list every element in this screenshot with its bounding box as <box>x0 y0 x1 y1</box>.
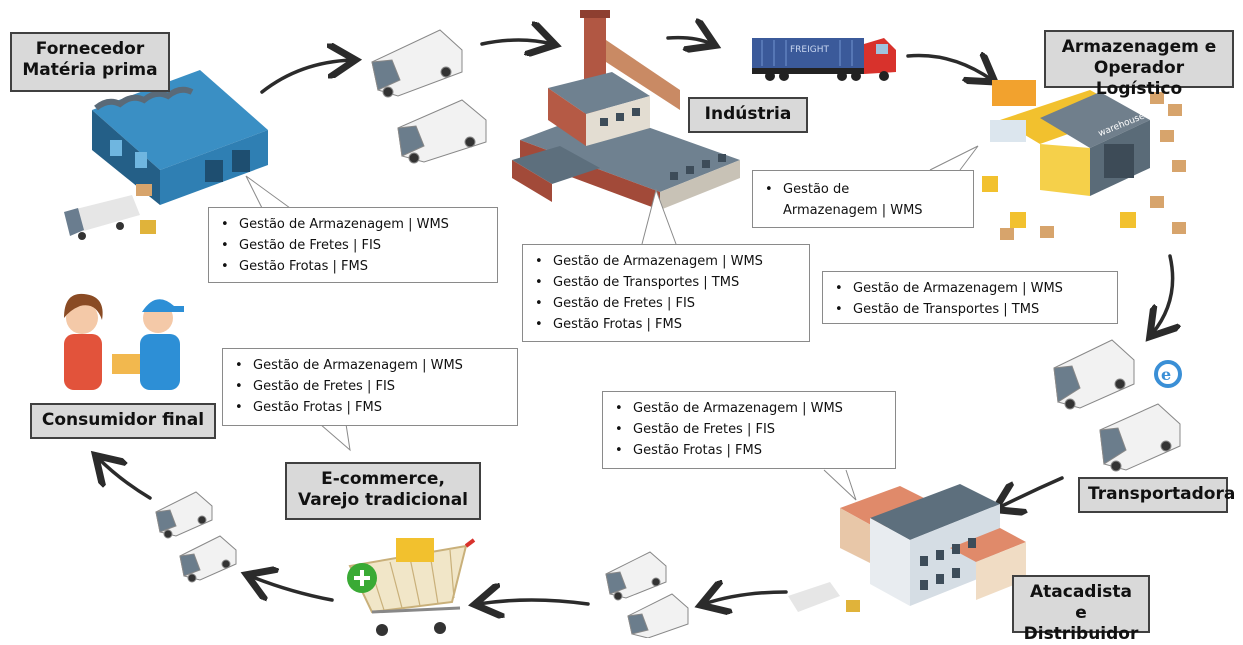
stage-label-supplier: Fornecedor Matéria prima <box>10 32 170 92</box>
callout-carrier: Gestão de Armazenagem | WMS Gestão de Tr… <box>822 271 1118 324</box>
arrow-supplier-to-van <box>260 60 352 94</box>
stage-label-carrier: Transportadora <box>1078 477 1235 513</box>
arrow-wholesaler-to-vans <box>704 592 788 604</box>
van-8 <box>179 535 237 583</box>
callout-industry-list: Gestão de Armazenagem | WMS Gestão de Tr… <box>533 251 799 335</box>
callout-item: Gestão de Armazenagem | WMS <box>233 355 507 376</box>
arrow-industry-to-truck <box>666 38 712 44</box>
arrow-vans-to-cart <box>478 600 590 604</box>
arrow-cart-to-vans <box>250 576 334 602</box>
van-1 <box>371 29 463 98</box>
callout-retail-list: Gestão de Armazenagem | WMS Gestão de Fr… <box>233 355 507 418</box>
callout-item: Gestão de Fretes | FIS <box>233 376 507 397</box>
callout-industry: Gestão de Armazenagem | WMS Gestão de Tr… <box>522 244 810 342</box>
callout-warehouse: Gestão de Armazenagem | WMS <box>752 170 974 228</box>
wholesaler-building-illustration <box>788 484 1026 612</box>
callout-retail: Gestão de Armazenagem | WMS Gestão de Fr… <box>222 348 518 426</box>
truck-freight-text: FREIGHT <box>790 45 830 55</box>
van-6 <box>627 593 689 638</box>
internet-icon: e <box>1154 360 1182 388</box>
callout-item: Gestão de Armazenagem | WMS <box>219 214 487 235</box>
stage-label-retail: E-commerce, Varejo tradicional <box>285 462 481 520</box>
stage-label-wholesaler: Atacadista e Distribuidor <box>1012 575 1150 644</box>
callout-item: Gestão de Fretes | FIS <box>533 293 799 314</box>
callout-supplier-list: Gestão de Armazenagem | WMS Gestão de Fr… <box>219 214 487 277</box>
warehouse-illustration: warehouse <box>982 80 1186 240</box>
callout-item: Gestão Frotas | FMS <box>233 397 507 418</box>
van-7 <box>155 491 213 539</box>
consumer-people-illustration <box>64 293 184 390</box>
arrow-truck-to-warehouse <box>906 56 992 81</box>
callout-item: Gestão Frotas | FMS <box>219 256 487 277</box>
van-4 <box>1099 403 1181 472</box>
arrow-vans-to-consumer <box>98 458 152 500</box>
supplier-truck-illustration <box>64 184 156 240</box>
flow-arrows <box>98 38 1173 604</box>
van-3 <box>1053 339 1135 410</box>
supplier-building-illustration <box>92 70 268 205</box>
svg-text:e: e <box>1161 365 1171 384</box>
callout-pointers <box>245 145 979 501</box>
callout-warehouse-list: Gestão de Armazenagem | WMS <box>763 179 963 221</box>
callout-item: Gestão Frotas | FMS <box>613 440 885 461</box>
stage-label-warehouse: Armazenagem e Operador Logístico <box>1044 30 1234 99</box>
callout-item: Gestão de Armazenagem | WMS <box>833 278 1107 299</box>
freight-truck-illustration: FREIGHT <box>752 38 896 81</box>
callout-item: Gestão de Armazenagem | WMS <box>763 179 963 221</box>
arrow-van-to-industry <box>480 40 552 44</box>
callout-item: Gestão de Transportes | TMS <box>833 299 1107 320</box>
arrow-carrier-to-wholesaler <box>998 476 1064 508</box>
stage-label-consumer: Consumidor final <box>30 403 216 439</box>
van-illustration <box>155 29 1181 638</box>
callout-item: Gestão Frotas | FMS <box>533 314 799 335</box>
callout-wholesaler-list: Gestão de Armazenagem | WMS Gestão de Fr… <box>613 398 885 461</box>
callout-item: Gestão de Armazenagem | WMS <box>613 398 885 419</box>
shopping-cart-illustration <box>347 538 476 636</box>
stage-label-industry: Indústria <box>688 97 808 133</box>
van-5 <box>605 551 667 601</box>
callout-item: Gestão de Transportes | TMS <box>533 272 799 293</box>
factory-illustration <box>512 10 740 210</box>
van-2 <box>397 99 487 164</box>
callout-carrier-list: Gestão de Armazenagem | WMS Gestão de Tr… <box>833 278 1107 320</box>
callout-item: Gestão de Fretes | FIS <box>219 235 487 256</box>
callout-item: Gestão de Fretes | FIS <box>613 419 885 440</box>
callout-wholesaler: Gestão de Armazenagem | WMS Gestão de Fr… <box>602 391 896 469</box>
arrow-warehouse-to-carrier <box>1152 254 1173 334</box>
callout-item: Gestão de Armazenagem | WMS <box>533 251 799 272</box>
callout-supplier: Gestão de Armazenagem | WMS Gestão de Fr… <box>208 207 498 283</box>
